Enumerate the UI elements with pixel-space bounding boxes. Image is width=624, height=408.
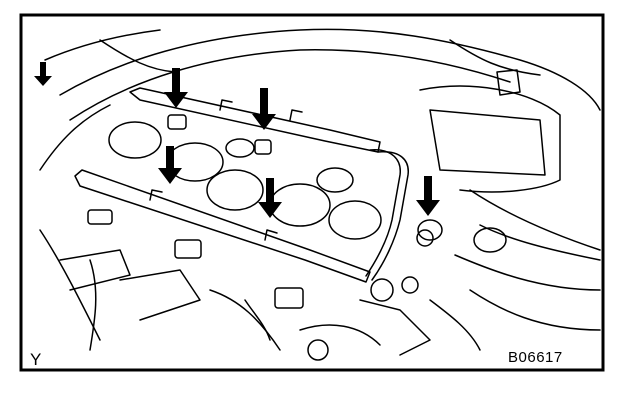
corner-mark: Y	[30, 350, 42, 369]
arrow-injector-3	[158, 146, 182, 184]
figure-border	[19, 13, 605, 372]
arrow-injector-4	[258, 178, 282, 218]
arrow-injector-2	[252, 88, 276, 130]
arrows	[34, 62, 440, 218]
arrow-bolt-6	[34, 62, 52, 86]
figure-code: B06617	[508, 349, 563, 366]
arrow-injector-1	[164, 68, 188, 108]
engine-background-sketch	[39, 28, 601, 361]
arrow-injector-5	[416, 176, 440, 216]
